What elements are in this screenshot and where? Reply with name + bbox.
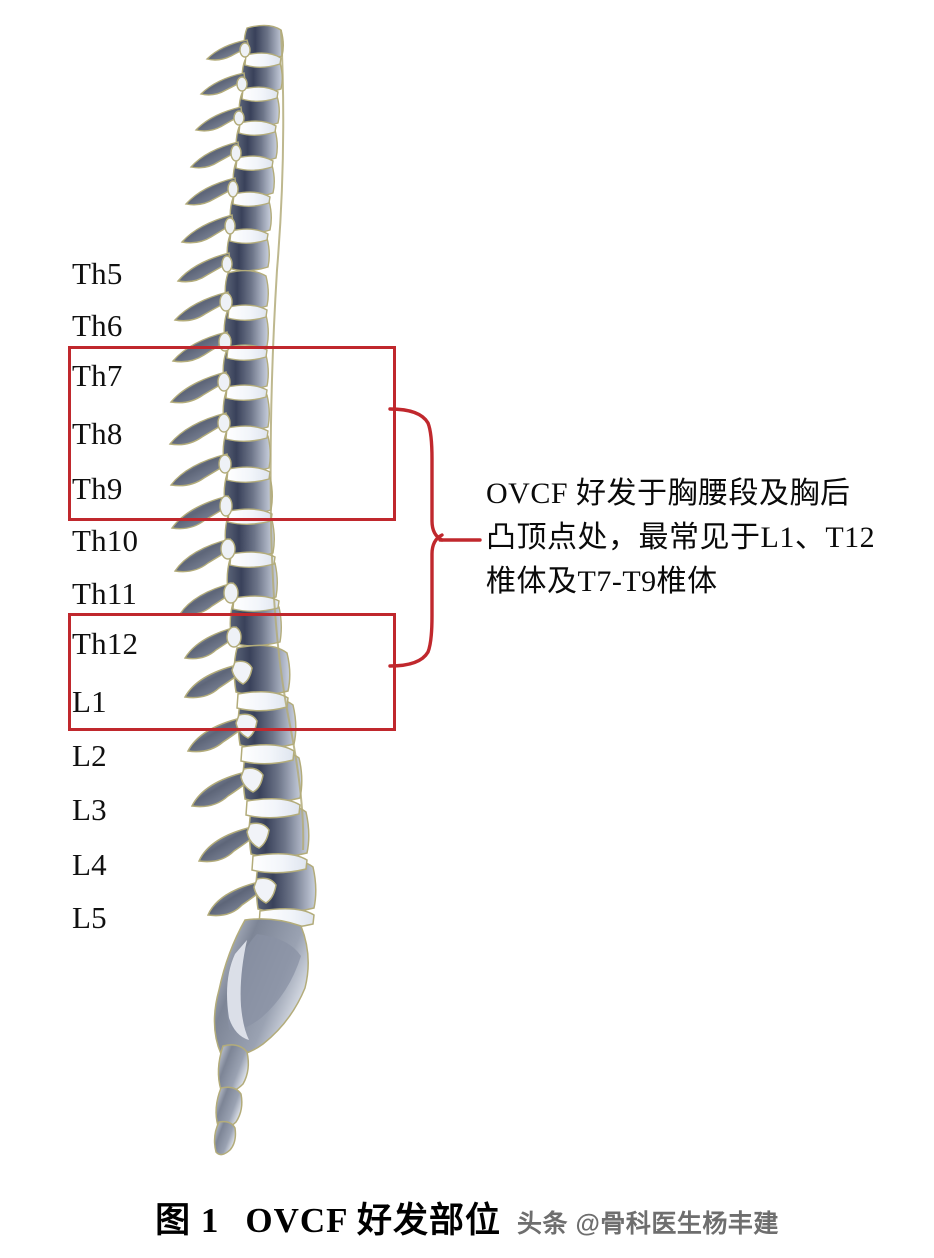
figure-title: OVCF 好发部位 [245, 1201, 502, 1240]
vertebra-label-th9: Th9 [72, 471, 123, 506]
vertebra-label-l1: L1 [72, 684, 107, 719]
spine-illustration [95, 10, 385, 1170]
vertebra-label-l3: L3 [72, 792, 107, 827]
vertebra-label-th5: Th5 [72, 256, 123, 291]
th7-th9-highlight-rect [68, 346, 396, 521]
annotation-line-3: 椎体及T7-T9椎体 [486, 565, 718, 598]
vertebra-label-th8: Th8 [72, 416, 123, 451]
figure-number: 图 1 [155, 1201, 220, 1240]
vertebra-label-l5: L5 [72, 900, 107, 935]
figure-caption: 图 1 OVCF 好发部位 [155, 1192, 501, 1243]
red-brace-connector [388, 395, 488, 680]
vertebra-label-th10: Th10 [72, 523, 139, 558]
th12-l1-highlight-rect [68, 613, 396, 731]
annotation-line-2: 凸顶点处，最常见于L1、T12 [486, 521, 876, 554]
watermark-text: 头条 @骨科医生杨丰建 [517, 1210, 779, 1238]
vertebra-label-th11: Th11 [72, 576, 138, 611]
vertebra-label-th7: Th7 [72, 358, 123, 393]
vertebra-label-th6: Th6 [72, 308, 123, 343]
vertebra-label-l2: L2 [72, 738, 107, 773]
vertebra-label-l4: L4 [72, 847, 107, 882]
annotation-line-1: OVCF 好发于胸腰段及胸后 [486, 477, 851, 510]
vertebra-label-th12: Th12 [72, 626, 139, 661]
annotation-text-block: OVCF 好发于胸腰段及胸后 凸顶点处，最常见于L1、T12 椎体及T7-T9椎… [486, 472, 916, 604]
figure-caption-row: 图 1 OVCF 好发部位 头条 @骨科医生杨丰建 [0, 1192, 934, 1248]
